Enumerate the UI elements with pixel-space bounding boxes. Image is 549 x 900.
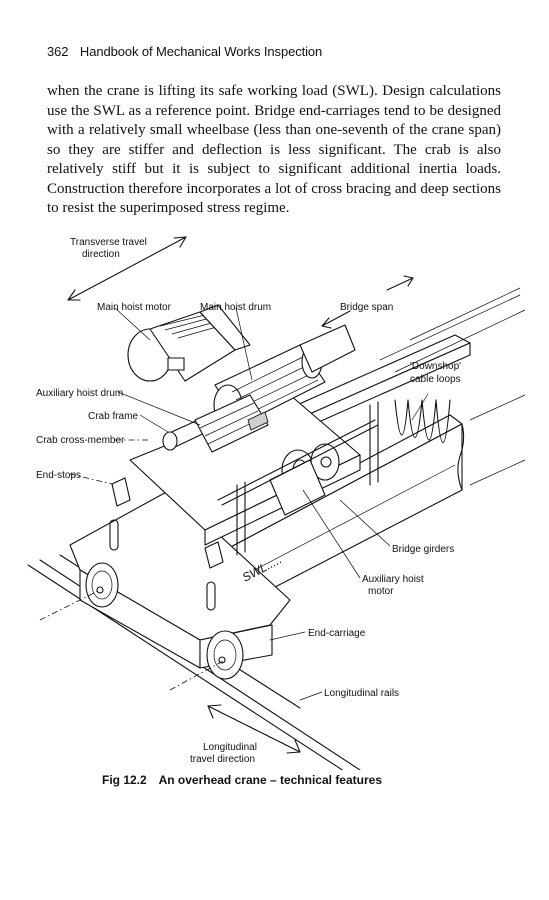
figure-title: An overhead crane – technical features — [158, 773, 383, 787]
label-downshop-line1: 'Downshop' — [410, 361, 461, 372]
bridge-span-arrow — [321, 275, 414, 329]
leader-lines — [69, 307, 429, 701]
label-auxiliary-motor-line2: motor — [368, 586, 394, 597]
main-hoist-motor — [127, 304, 251, 382]
page-number: 362 — [47, 44, 69, 59]
label-longitudinal-line2: travel direction — [190, 754, 255, 765]
auxiliary-hoist-drum — [194, 394, 269, 453]
running-title: Handbook of Mechanical Works Inspection — [79, 44, 323, 59]
label-end-stops: End-stops — [36, 470, 81, 481]
label-bridge-girders: Bridge girders — [392, 544, 454, 555]
label-downshop-line2: cable loops — [410, 374, 461, 385]
label-transverse-line1: Transverse travel — [70, 237, 147, 248]
label-auxiliary-hoist-drum: Auxiliary hoist drum — [36, 388, 123, 399]
downshop-cable-loops — [394, 399, 451, 443]
end-carriage — [39, 477, 291, 691]
figure-number: Fig 12.2 — [102, 773, 147, 787]
crab — [127, 304, 379, 556]
label-main-hoist-drum: Main hoist drum — [200, 302, 271, 313]
longitudinal-arrow — [207, 704, 301, 754]
overhead-crane-diagram: Transverse travel direction Main hoist m… — [27, 236, 526, 770]
label-main-hoist-motor: Main hoist motor — [97, 302, 172, 313]
figure-caption: Fig 12.2 An overhead crane – technical f… — [102, 773, 382, 787]
page-header: 362 Handbook of Mechanical Works Inspect… — [47, 44, 322, 59]
label-longitudinal-line1: Longitudinal — [203, 742, 257, 753]
body-paragraph: when the crane is lifting its safe worki… — [47, 83, 501, 216]
label-crab-frame: Crab frame — [88, 411, 138, 422]
label-end-carriage: End-carriage — [308, 628, 366, 639]
label-transverse-line2: direction — [82, 249, 120, 260]
auxiliary-hoist-motor — [269, 443, 340, 516]
label-crab-cross-member: Crab cross-member — [36, 435, 125, 446]
label-auxiliary-motor-line1: Auxiliary hoist — [362, 574, 424, 585]
transverse-arrow — [67, 236, 187, 301]
label-bridge-span: Bridge span — [340, 302, 393, 313]
label-longitudinal-rails: Longitudinal rails — [324, 688, 399, 699]
